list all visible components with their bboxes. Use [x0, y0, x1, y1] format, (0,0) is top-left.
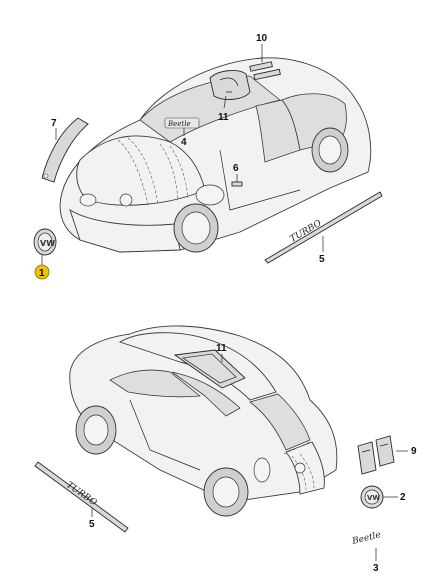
front-callouts: 10 11 4 6 7 5 [51, 33, 325, 265]
part-7-pillar-trim [41, 117, 89, 183]
front-car-illustration: Beetle [59, 57, 372, 253]
callout-2: 2 [400, 492, 406, 503]
callout-9: 9 [411, 446, 417, 457]
callout-1: 1 [39, 268, 45, 279]
callout-4: 4 [181, 137, 187, 148]
callout-3: 3 [373, 563, 379, 574]
callout-1-highlight [34, 264, 50, 280]
callout-5-rear: 5 [89, 519, 95, 530]
part-9-rear-trim [357, 435, 395, 475]
beetle-script: Beetle [350, 530, 382, 547]
callout-6: 6 [233, 163, 239, 174]
turbo-script-rear: TURBO [64, 480, 99, 508]
part-3-beetle-script: Beetle [350, 530, 382, 547]
rear-car-illustration [69, 325, 338, 517]
callout-7: 7 [51, 118, 57, 129]
part-1-front-emblem: VW 1 [33, 228, 57, 280]
part-2-rear-emblem: VW [360, 485, 384, 509]
callout-11-rear: 11 [216, 343, 227, 354]
VW-logo-icon: VW [40, 239, 55, 248]
callout-5-front: 5 [319, 254, 325, 265]
callout-10: 10 [256, 33, 268, 44]
VW-logo-icon-rear: VW [367, 494, 380, 502]
part-5-turbo-script-rear: TURBO [34, 461, 129, 533]
callout-11-front: 11 [218, 112, 229, 123]
windshield-script-label: Beetle [167, 120, 191, 128]
